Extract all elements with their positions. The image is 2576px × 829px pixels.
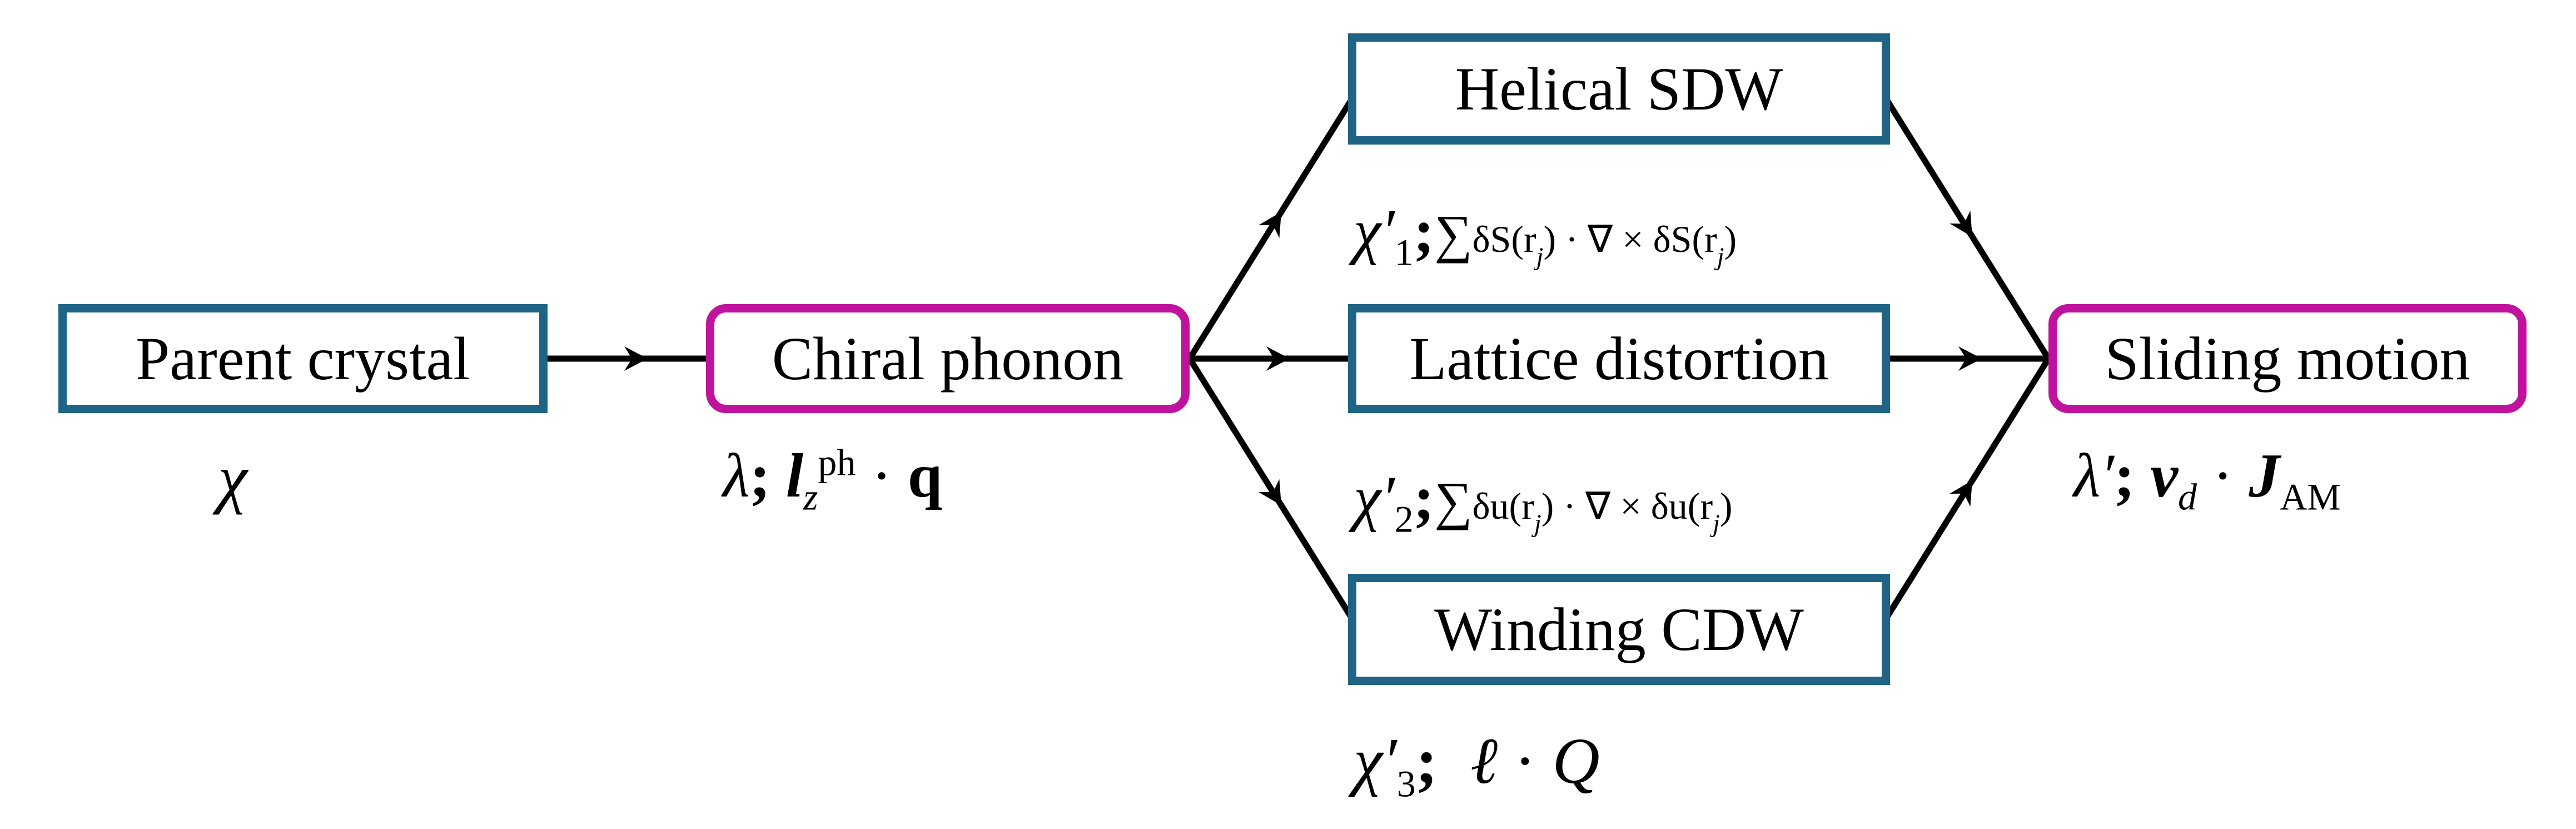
sliding-motion-label: Sliding motion (2105, 324, 2470, 393)
helical-sdw-box: Helical SDW (1348, 33, 1890, 145)
parent-crystal-annotation: χ (218, 441, 247, 515)
sliding-motion-box: Sliding motion (2048, 304, 2527, 413)
arrowhead-lattice-sliding (1958, 346, 1982, 371)
lattice-distortion-box: Lattice distortion (1348, 304, 1890, 413)
arrowhead-parent-chiral (624, 346, 648, 371)
lattice-distortion-label: Lattice distortion (1409, 324, 1829, 393)
arrowhead-chiral-winding (1259, 479, 1281, 505)
winding-cdw-annotation: χ′3; ℓ · Q (1354, 724, 1600, 805)
winding-cdw-box: Winding CDW (1348, 574, 1890, 685)
chiral-phonon-box: Chiral phonon (706, 304, 1190, 413)
winding-cdw-label: Winding CDW (1434, 595, 1804, 663)
edge-chiral-winding (1186, 355, 1360, 629)
chiral-phonon-label: Chiral phonon (772, 324, 1124, 393)
arrowhead-chiral-lattice (1266, 346, 1290, 371)
edge-chiral-helical (1186, 88, 1360, 362)
helical-sdw-label: Helical SDW (1455, 54, 1783, 123)
sliding-motion-annotation: λ′; vd · JAM (2073, 441, 2341, 518)
parent-crystal-box: Parent crystal (58, 304, 548, 413)
lattice-distortion-annotation: χ′2;∑δu(rj) · ∇ × δu(rj) (1354, 464, 1733, 540)
arrowhead-helical-sliding (1950, 210, 1972, 237)
arrowhead-chiral-helical (1259, 212, 1281, 239)
helical-sdw-annotation: χ′1;∑δS(rj) · ∇ × δS(rj) (1354, 197, 1737, 274)
arrowhead-winding-sliding (1950, 480, 1972, 507)
parent-crystal-label: Parent crystal (136, 324, 470, 393)
chiral-phonon-annotation: λ; lzph · q (723, 441, 942, 518)
